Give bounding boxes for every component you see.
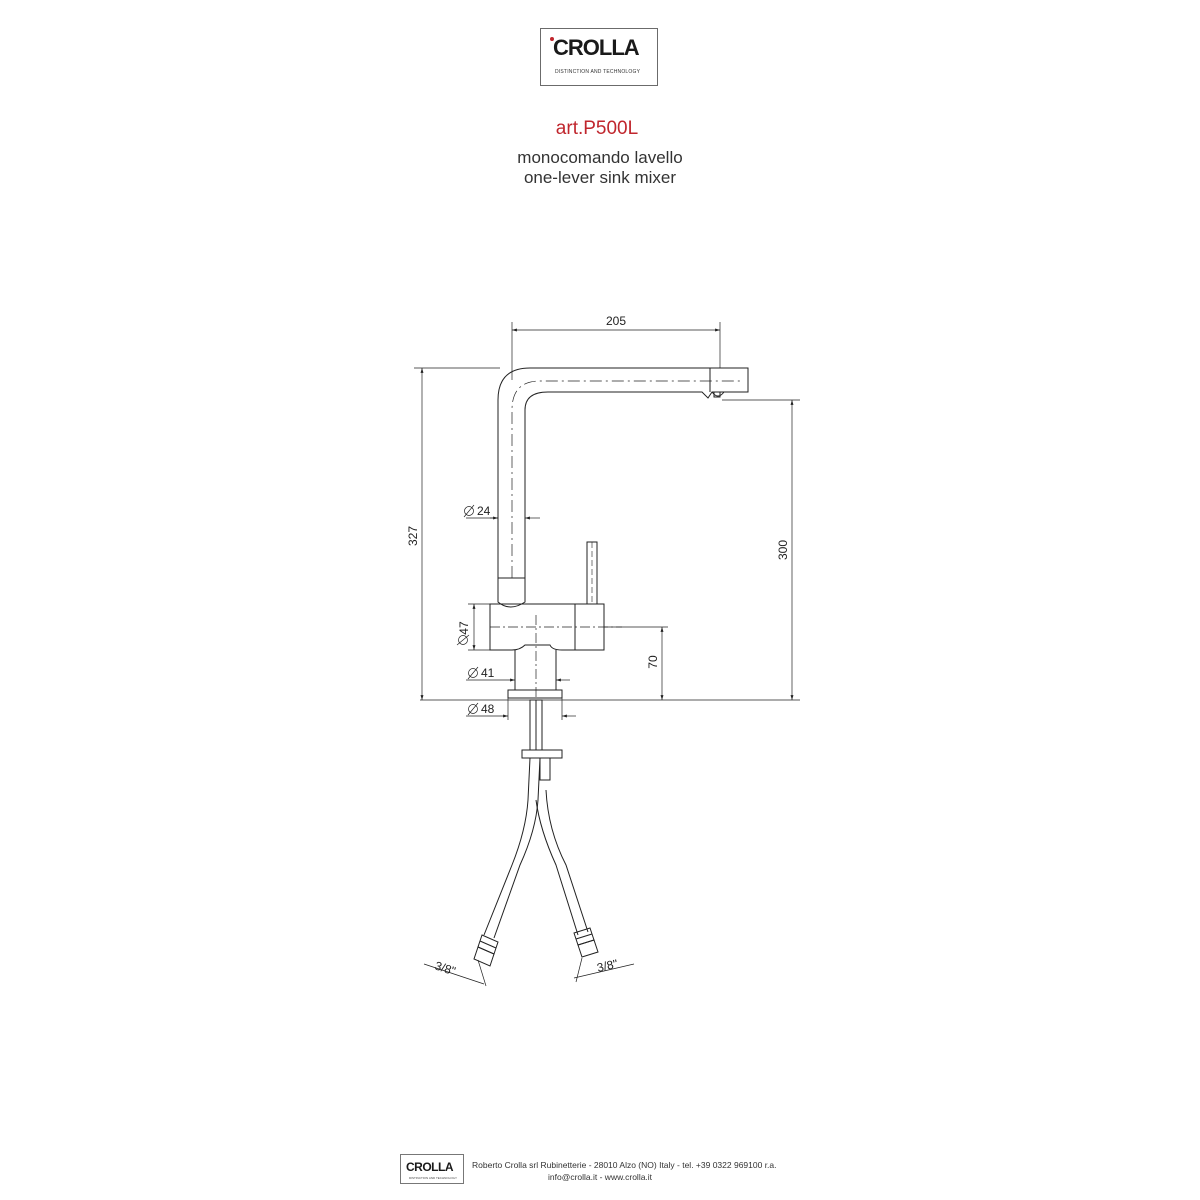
dim-base-diameter-group: 48 bbox=[467, 702, 495, 716]
spout-outline bbox=[497, 367, 749, 578]
brand-logo-tagline: DISTINCTION AND TECHNOLOGY bbox=[555, 69, 641, 75]
spout-centerline bbox=[511, 380, 742, 578]
hose-right bbox=[535, 799, 579, 936]
mixer-body bbox=[489, 603, 576, 651]
dim-hose-left-thread: 3/8" bbox=[433, 959, 457, 979]
dim-base-diameter: 48 bbox=[481, 702, 495, 716]
hose-left bbox=[483, 757, 531, 936]
footer-logo-tagline: DISTINCTION AND TECHNOLOGY bbox=[409, 1176, 457, 1180]
dim-lever-axis-height: 70 bbox=[646, 655, 660, 669]
dim-hose-right-thread: 3/8" bbox=[596, 957, 620, 975]
dim-spout-diameter-group: 24 bbox=[463, 504, 491, 518]
base-ring bbox=[507, 689, 563, 699]
footer-logo: CROLLA DISTINCTION AND TECHNOLOGY bbox=[400, 1154, 464, 1184]
diameter-icon bbox=[468, 704, 478, 714]
footer-contacts: info@crolla.it - www.crolla.it bbox=[548, 1172, 653, 1182]
diameter-icon bbox=[458, 635, 468, 645]
footer-address: Roberto Crolla srl Rubinetterie - 28010 … bbox=[472, 1160, 777, 1170]
diameter-icon bbox=[464, 506, 474, 516]
diameter-icon bbox=[468, 668, 478, 678]
subtitle-italian: monocomando lavello bbox=[517, 148, 683, 167]
dim-spout-height: 300 bbox=[776, 540, 790, 560]
dim-body-diameter-group: 47 bbox=[456, 621, 471, 646]
dim-body-diameter: 47 bbox=[457, 621, 471, 635]
hose-fitting-right bbox=[573, 927, 599, 958]
subtitle-english: one-lever sink mixer bbox=[523, 168, 677, 187]
footer-logo-wordmark: CROLLA bbox=[406, 1160, 454, 1174]
article-number: art.P500L bbox=[555, 118, 639, 139]
hose-fitting-left bbox=[473, 934, 499, 967]
dim-neck-diameter: 41 bbox=[481, 666, 495, 680]
dim-spout-diameter: 24 bbox=[477, 504, 491, 518]
dim-total-height: 327 bbox=[406, 526, 420, 546]
dim-spout-reach: 205 bbox=[606, 314, 626, 328]
dim-neck-diameter-group: 41 bbox=[467, 666, 495, 680]
brand-logo-wordmark: CROLLA bbox=[549, 35, 640, 61]
brand-logo: CROLLA DISTINCTION AND TECHNOLOGY bbox=[540, 28, 658, 86]
neck bbox=[514, 650, 557, 691]
